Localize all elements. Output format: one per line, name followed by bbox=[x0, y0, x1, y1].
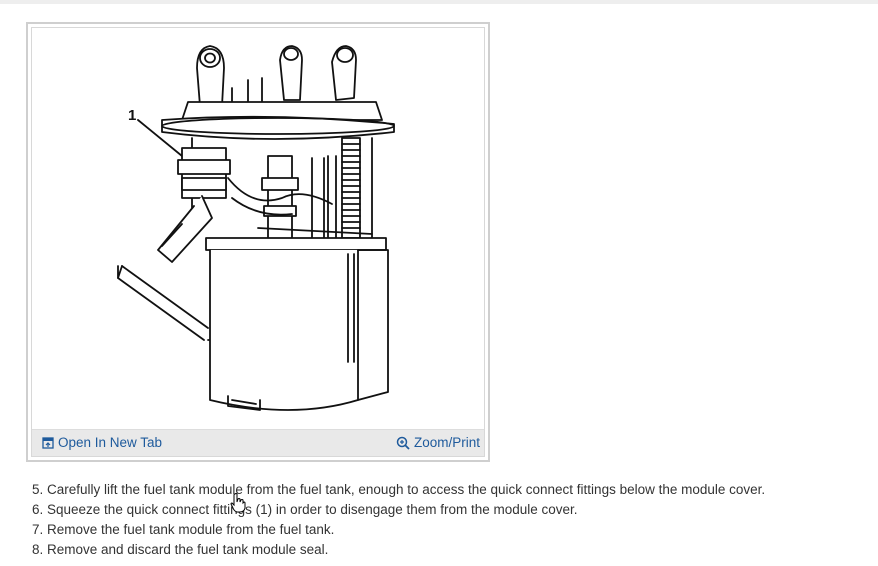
open-in-new-tab-label: Open In New Tab bbox=[58, 435, 163, 450]
external-tab-icon bbox=[42, 436, 54, 449]
step-7: 7. Remove the fuel tank module from the … bbox=[32, 522, 335, 537]
open-in-new-tab-link[interactable]: Open In New Tab bbox=[42, 435, 162, 450]
hand-pointer-icon bbox=[230, 493, 246, 513]
figure-toolbar: Open In New Tab Zoom/Print bbox=[32, 429, 484, 456]
figure-container: 1 Open In New Tab Zoom/Print bbox=[26, 22, 490, 462]
step-6: 6. Squeeze the quick connect fittings (1… bbox=[32, 502, 578, 517]
instruction-steps: 5. Carefully lift the fuel tank module f… bbox=[32, 480, 765, 560]
step-5: 5. Carefully lift the fuel tank module f… bbox=[32, 482, 766, 497]
fuel-tank-module-diagram[interactable]: 1 bbox=[32, 28, 485, 432]
zoom-print-label: Zoom/Print bbox=[413, 435, 480, 450]
figure-frame: 1 Open In New Tab Zoom/Print bbox=[31, 27, 485, 457]
callout-label: 1 bbox=[128, 107, 136, 124]
zoom-print-link[interactable]: Zoom/Print bbox=[396, 435, 480, 450]
zoom-in-icon bbox=[396, 436, 410, 450]
step-8: 8. Remove and discard the fuel tank modu… bbox=[32, 542, 329, 557]
top-strip bbox=[0, 0, 878, 4]
